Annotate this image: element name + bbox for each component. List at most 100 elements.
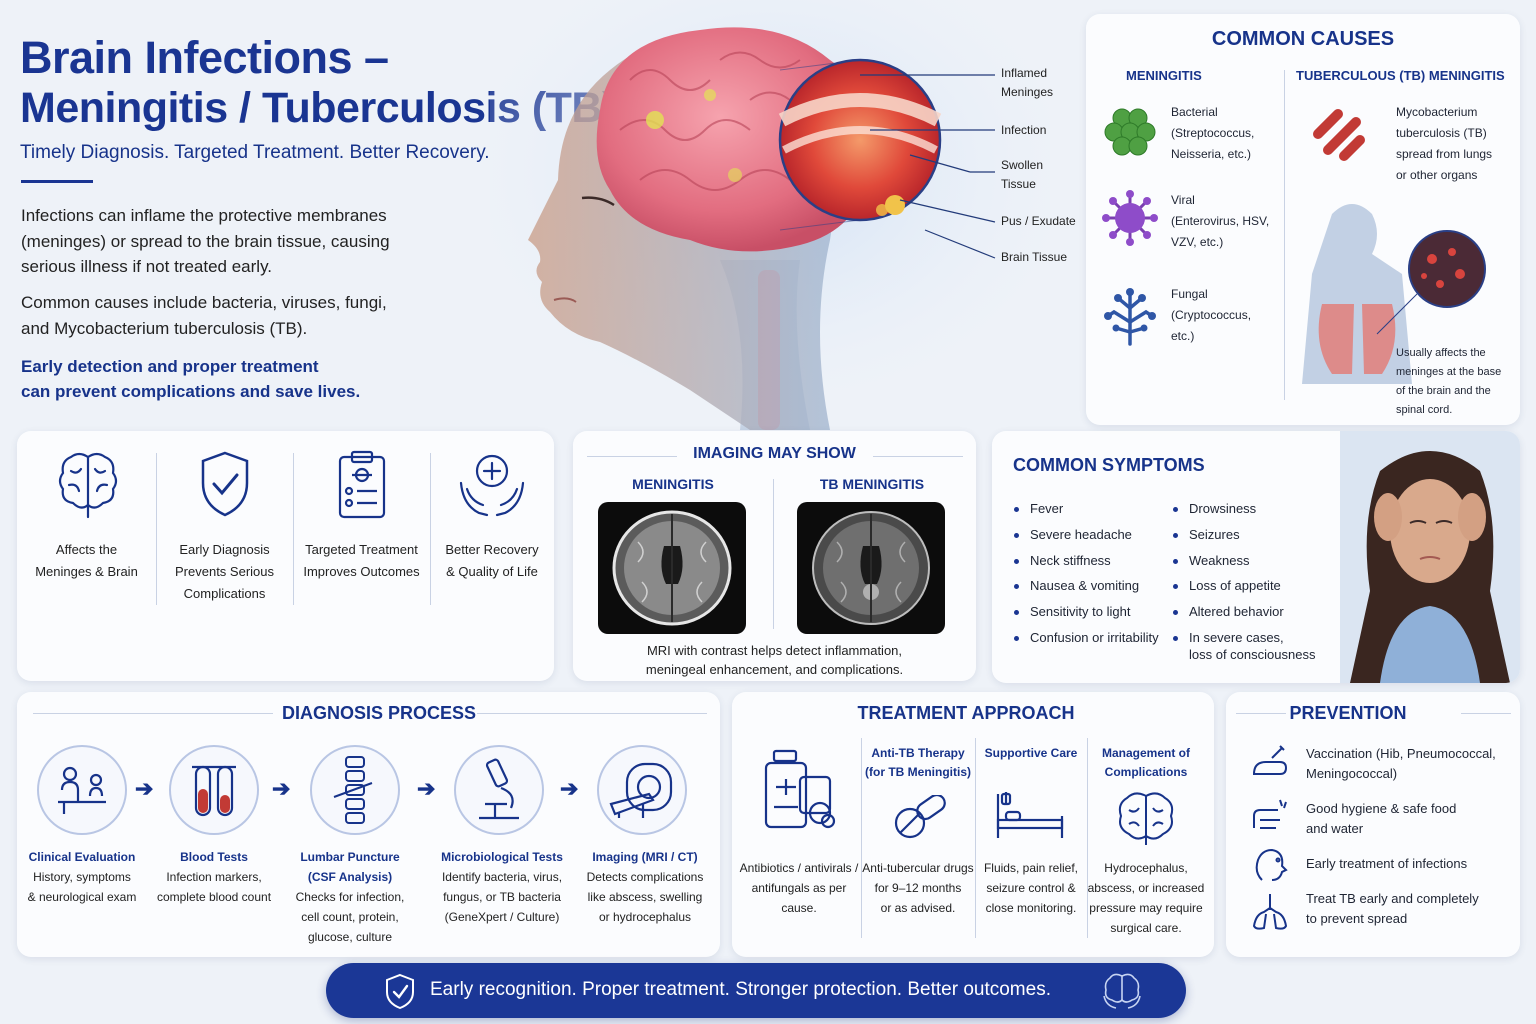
cause-text: (Streptococcus, (1171, 126, 1255, 140)
virus-icon (1102, 190, 1158, 246)
mri-tb-meningitis-image (797, 502, 945, 634)
doctor-patient-icon (58, 766, 106, 814)
tb-note-text: spinal cord. (1396, 404, 1453, 416)
cause-text: (Enterovirus, HSV, (1171, 214, 1270, 228)
treatment-card: TREATMENT APPROACH Antibiotics / antivir… (732, 692, 1214, 957)
prevention-text: Early treatment of infections (1306, 856, 1468, 871)
brain-icon (58, 452, 118, 519)
shield-check-icon (201, 451, 249, 517)
step-5-icon-circle (597, 745, 687, 835)
step-desc: complete blood count (156, 890, 272, 904)
footer-banner: Early recognition. Proper treatment. Str… (326, 963, 1186, 1018)
treatment-desc: antifungals as per (751, 881, 847, 895)
benefit-text: Complications (183, 586, 266, 601)
medicine-bottle-icon (764, 749, 836, 829)
vaccine-icon (1252, 745, 1288, 775)
symptoms-card: COMMON SYMPTOMS Fever Severe headache Ne… (992, 431, 1520, 683)
benefit-2: Early Diagnosis Prevents Serious Complic… (156, 539, 293, 605)
benefit-1: Affects the Meninges & Brain (17, 539, 156, 583)
symptom-item: Loss of appetite (1173, 573, 1284, 599)
step-desc: (GeneXpert / Culture) (444, 910, 560, 924)
title-underline (21, 180, 93, 183)
step-name: Microbiological Tests (441, 850, 563, 864)
cause-tb: Mycobacterium tuberculosis (TB) spread f… (1396, 102, 1492, 186)
benefit-3: Targeted Treatment Improves Outcomes (293, 539, 430, 583)
cause-text: spread from lungs (1396, 147, 1493, 161)
imaging-caption: MRI with contrast helps detect inflammat… (573, 641, 976, 679)
treatment-desc: surgical care. (1110, 921, 1182, 935)
symptom-item: Nausea & vomiting (1014, 573, 1159, 599)
treatment-desc: for 9–12 months (874, 881, 962, 895)
tb-note-text: of the brain and the (1396, 385, 1491, 397)
step-desc: Detects complications (586, 870, 704, 884)
symptom-item: Weakness (1173, 548, 1284, 574)
treatment-heading-text: Supportive Care (984, 746, 1078, 760)
cause-text: Fungal (1171, 287, 1208, 301)
hands-plus-icon (459, 454, 525, 517)
arrow-icon: ➔ (560, 776, 579, 801)
hospital-bed-icon (996, 792, 1064, 838)
prevention-hygiene: Good hygiene & safe food and water (1306, 799, 1456, 839)
symptom-item: Neck stiffness (1014, 548, 1159, 574)
cause-text: etc.) (1171, 329, 1195, 343)
treatment-anti-tb-heading: Anti-TB Therapy (for TB Meningitis) (861, 744, 975, 782)
brain-outline-icon (1118, 792, 1174, 845)
intro-line: serious illness if not treated early. (21, 257, 273, 276)
emphasis-line: Early detection and proper treatment (21, 357, 319, 376)
label-text: Swollen (1001, 158, 1044, 172)
treatment-heading-text: Anti-TB Therapy (871, 746, 965, 760)
symptom-item: Altered behavior (1173, 599, 1284, 625)
treatment-desc: or as advised. (880, 901, 956, 915)
step-blood-tests: Blood Tests Infection markers, complete … (139, 847, 289, 907)
treatment-supportive: Fluids, pain relief, seizure control & c… (975, 858, 1087, 918)
person-cough-icon (1255, 848, 1288, 881)
step-1-icon-circle (37, 745, 127, 835)
treatment-desc: Antibiotics / antivirals / (739, 861, 859, 875)
causes-line: Common causes include bacteria, viruses,… (21, 293, 387, 312)
prevention-text: Treat TB early and completely (1306, 891, 1479, 906)
intro-paragraph: Infections can inflame the protective me… (21, 203, 390, 280)
step-desc: glucose, culture (307, 930, 393, 944)
emphasis-paragraph: Early detection and proper treatment can… (21, 354, 360, 404)
causes-col-meningitis: MENINGITIS (1126, 68, 1202, 83)
diagnosis-title: DIAGNOSIS PROCESS (281, 703, 477, 723)
step-microbiological-tests: Microbiological Tests Identify bacteria,… (422, 847, 582, 927)
benefit-text: & Quality of Life (446, 564, 538, 579)
causes-paragraph: Common causes include bacteria, viruses,… (21, 290, 387, 342)
head-brain-illustration (490, 0, 1050, 430)
callout-lines (860, 74, 996, 259)
step-desc: History, symptoms (33, 870, 131, 884)
step-name: Lumbar Puncture (300, 850, 400, 864)
causes-col-tb: TUBERCULOUS (TB) MENINGITIS (1296, 68, 1505, 83)
treatment-heading-text: (for TB Meningitis) (865, 765, 971, 779)
treatment-anti-tb: Anti-tubercular drugs for 9–12 months or… (861, 858, 975, 918)
shield-check-icon (386, 973, 414, 1010)
caption-text: MRI with contrast helps detect inflammat… (646, 643, 903, 658)
benefit-4: Better Recovery & Quality of Life (430, 539, 554, 583)
prevention-vaccination: Vaccination (Hib, Pneumococcal, Meningoc… (1306, 744, 1496, 784)
arrow-icon: ➔ (135, 776, 154, 801)
emphasis-line: can prevent complications and save lives… (21, 382, 361, 401)
symptom-item: Seizures (1173, 522, 1284, 548)
cause-fungal: Fungal (Cryptococcus, etc.) (1171, 284, 1251, 347)
arrow-icon: ➔ (272, 776, 291, 801)
imaging-left-label: MENINGITIS (632, 476, 714, 492)
benefit-text: Targeted Treatment (305, 542, 418, 557)
symptoms-list-2: Drowsiness Seizures Weakness Loss of app… (1173, 496, 1284, 651)
symptom-item: Confusion or irritability (1014, 625, 1159, 651)
treatment-complications: Hydrocephalus, abscess, or increased pre… (1087, 858, 1205, 938)
prevention-text: to prevent spread (1306, 911, 1408, 926)
pills-icon (894, 795, 946, 839)
prevention-early-treatment: Early treatment of infections (1306, 854, 1467, 874)
cause-text: tuberculosis (TB) (1396, 126, 1487, 140)
tb-bacilli-icon (1313, 109, 1365, 161)
step-2-icon-circle (169, 745, 259, 835)
label-text: Meninges (1001, 85, 1054, 99)
step-clinical-evaluation: Clinical Evaluation History, symptoms & … (7, 847, 157, 907)
handwash-icon (1253, 799, 1287, 829)
step-name: Imaging (MRI / CT) (592, 850, 698, 864)
step-desc: cell count, protein, (301, 910, 399, 924)
brain-hands-icon (1103, 973, 1141, 1009)
tagline: Timely Diagnosis. Targeted Treatment. Be… (20, 142, 490, 163)
microscope-icon (479, 758, 519, 820)
